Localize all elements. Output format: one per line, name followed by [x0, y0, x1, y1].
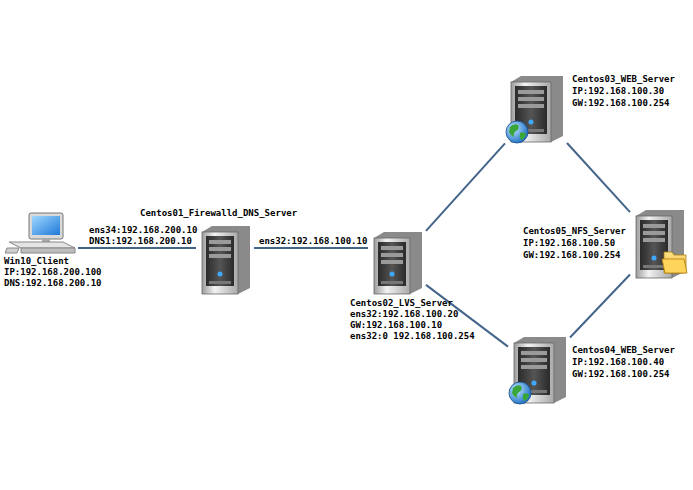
- server-icon: [508, 333, 570, 407]
- web-server: Centos03_WEB_ServerIP:192.168.100.30GW:1…: [505, 72, 567, 146]
- nfs-server: Centos05_NFS_ServerIP:192.168.100.50GW:1…: [630, 206, 688, 282]
- web-server: Centos04_WEB_ServerIP:192.168.100.40GW:1…: [508, 333, 570, 407]
- host-name: Centos05_NFS_Server: [523, 226, 626, 237]
- ip-address: IP:192.168.200.100: [4, 267, 102, 278]
- network-link: [254, 247, 368, 249]
- client-node: Win10_ClientIP:192.168.200.100DNS:192.16…: [5, 212, 78, 254]
- server-icon: [368, 228, 426, 298]
- interface-address: ens34:192.168.200.10: [88, 225, 198, 236]
- network-link: [570, 274, 630, 337]
- ip-address: ens32:192.168.100.20: [350, 309, 458, 320]
- pc-icon: [5, 212, 78, 254]
- network-link: [426, 143, 505, 231]
- server-icon: [196, 222, 254, 298]
- ip-address: IP:192.168.100.30: [572, 86, 664, 97]
- ip-address: GW:192.168.100.10: [350, 320, 442, 331]
- ip-address: GW:192.168.100.254: [572, 98, 670, 109]
- server-icon: [505, 72, 567, 146]
- interface-address: ens32:192.168.100.10: [258, 236, 368, 247]
- host-name: Centos03_WEB_Server: [572, 74, 675, 85]
- ip-address: DNS:192.168.200.10: [4, 278, 102, 289]
- host-name: Centos02_LVS_Server: [350, 298, 453, 309]
- firewall-dns-server: Centos01_Firewalld_DNS_Server: [196, 222, 254, 298]
- ip-address: IP:192.168.100.40: [572, 357, 664, 368]
- host-name: Centos04_WEB_Server: [572, 345, 675, 356]
- host-name: Win10_Client: [4, 256, 69, 267]
- host-name: Centos01_Firewalld_DNS_Server: [140, 208, 297, 219]
- ip-address: IP:192.168.100.50: [523, 238, 615, 249]
- ip-address: ens32:0 192.168.100.254: [350, 331, 475, 342]
- server-icon: [630, 206, 688, 282]
- interface-address: DNS1:192.168.200.10: [88, 236, 193, 247]
- ip-address: GW:192.168.100.254: [572, 369, 670, 380]
- lvs-server: Centos02_LVS_Serverens32:192.168.100.20G…: [368, 228, 426, 298]
- network-link: [78, 247, 196, 249]
- network-link: [567, 143, 630, 212]
- ip-address: GW:192.168.100.254: [523, 250, 621, 261]
